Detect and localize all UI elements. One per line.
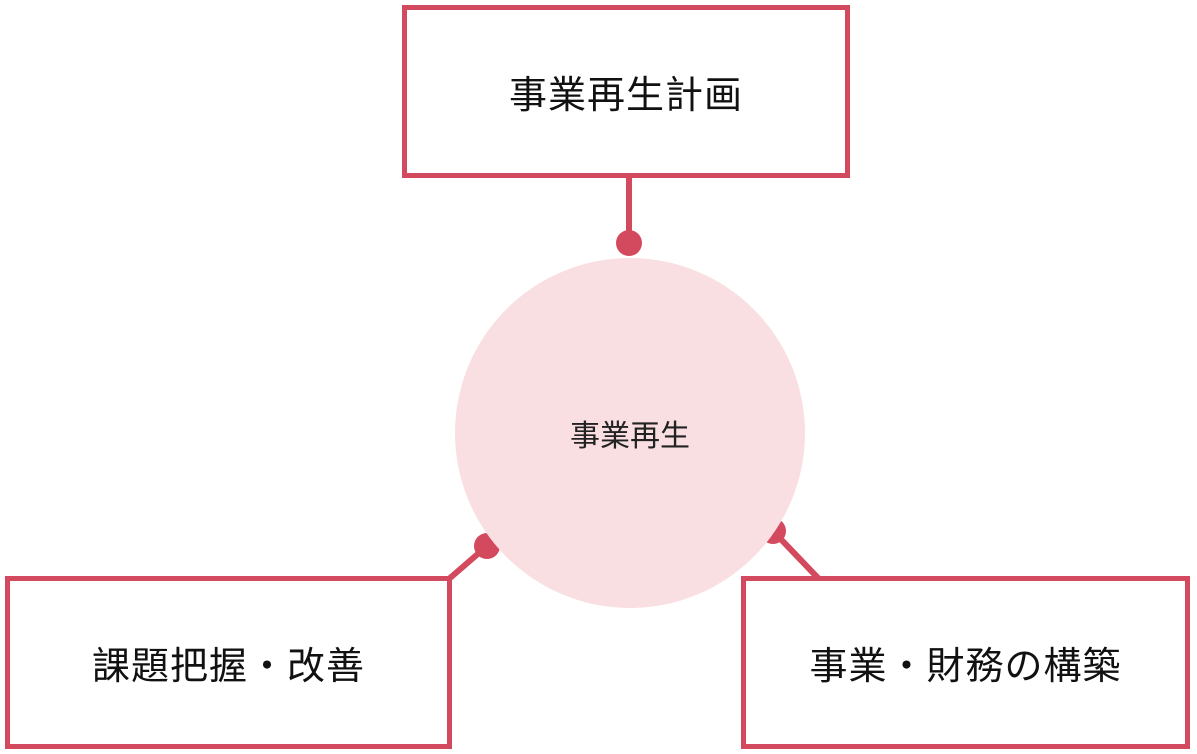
node-box-left: 課題把握・改善 — [5, 576, 452, 749]
node-label-right: 事業・財務の構築 — [809, 644, 1122, 688]
center-circle: 事業再生 — [455, 258, 805, 608]
connector-dot-top — [616, 230, 642, 256]
node-box-right: 事業・財務の構築 — [741, 576, 1190, 749]
node-label-left: 課題把握・改善 — [91, 644, 365, 688]
center-label: 事業再生 — [570, 419, 690, 454]
node-label-top: 事業再生計画 — [508, 73, 743, 117]
node-box-top: 事業再生計画 — [402, 5, 850, 178]
